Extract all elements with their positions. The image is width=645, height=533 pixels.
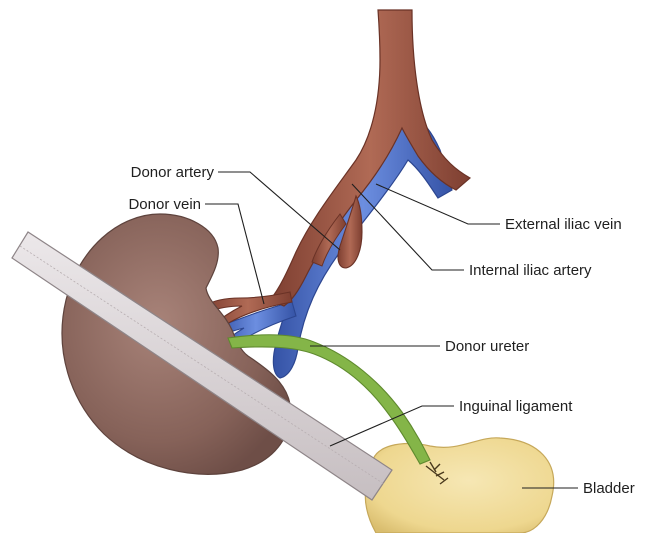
label-bladder: Bladder (583, 480, 635, 497)
label-internal-iliac-artery: Internal iliac artery (469, 262, 592, 279)
label-inguinal-ligament: Inguinal ligament (459, 398, 573, 415)
iliac-artery-shape (270, 10, 470, 306)
label-external-iliac-vein: External iliac vein (505, 216, 622, 233)
label-donor-artery: Donor artery (131, 164, 215, 181)
label-donor-vein: Donor vein (128, 196, 201, 213)
bladder-shape (365, 438, 553, 533)
label-donor-ureter: Donor ureter (445, 338, 529, 355)
